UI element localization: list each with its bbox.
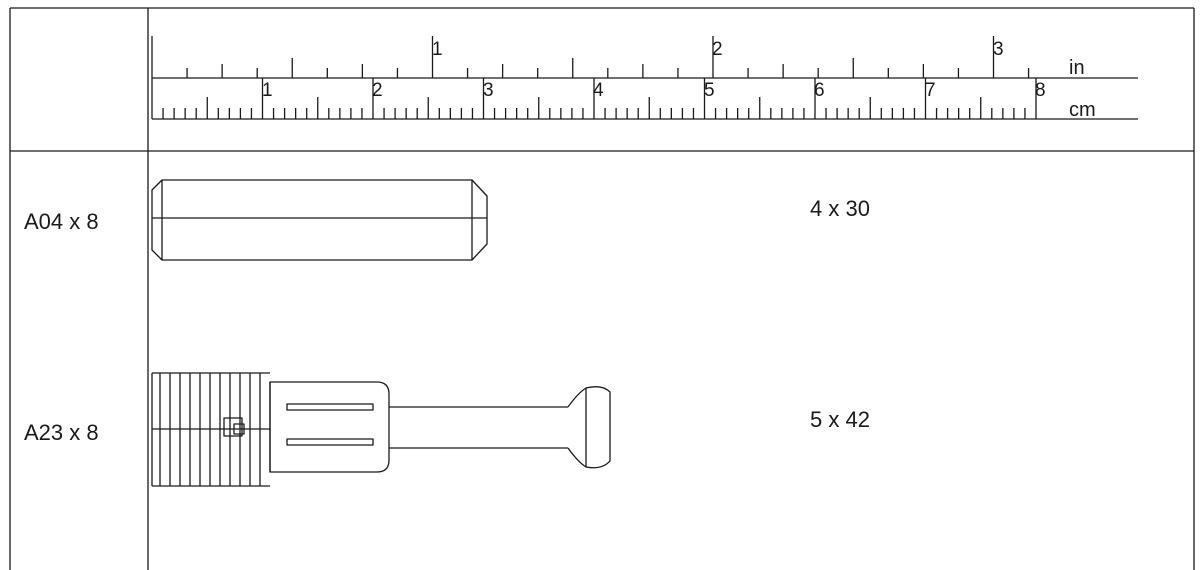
dowel-pin-icon: [151, 179, 488, 261]
ruler: 1 2 3 1 2 3 4 5 6 7 8 in cm: [151, 36, 1138, 121]
part-size-a04: 4 x 30: [810, 196, 870, 221]
table-frame: [9, 7, 1195, 570]
cm-number-6: 6: [814, 80, 825, 101]
cm-number-4: 4: [593, 80, 604, 101]
part-code-a04: A04 x 8: [24, 209, 99, 234]
part-code-a23: A23 x 8: [24, 420, 99, 445]
inch-unit-label: in: [1069, 57, 1085, 79]
inch-ticks: [151, 36, 1030, 78]
cm-number-1: 1: [262, 80, 273, 101]
inch-number-1: 1: [432, 39, 443, 60]
cm-number-3: 3: [483, 80, 494, 101]
inch-number-3: 3: [993, 39, 1004, 60]
cm-unit-label: cm: [1069, 99, 1096, 121]
cm-ticks: [151, 78, 1037, 119]
inch-number-2: 2: [712, 39, 723, 60]
cam-bolt-connector-icon: [151, 372, 611, 487]
cm-number-2: 2: [372, 80, 383, 101]
part-size-a23: 5 x 42: [810, 407, 870, 432]
cm-number-5: 5: [704, 80, 715, 101]
cm-number-7: 7: [925, 80, 936, 101]
ruler-lines: [152, 77, 1138, 120]
cm-number-8: 8: [1035, 80, 1046, 101]
